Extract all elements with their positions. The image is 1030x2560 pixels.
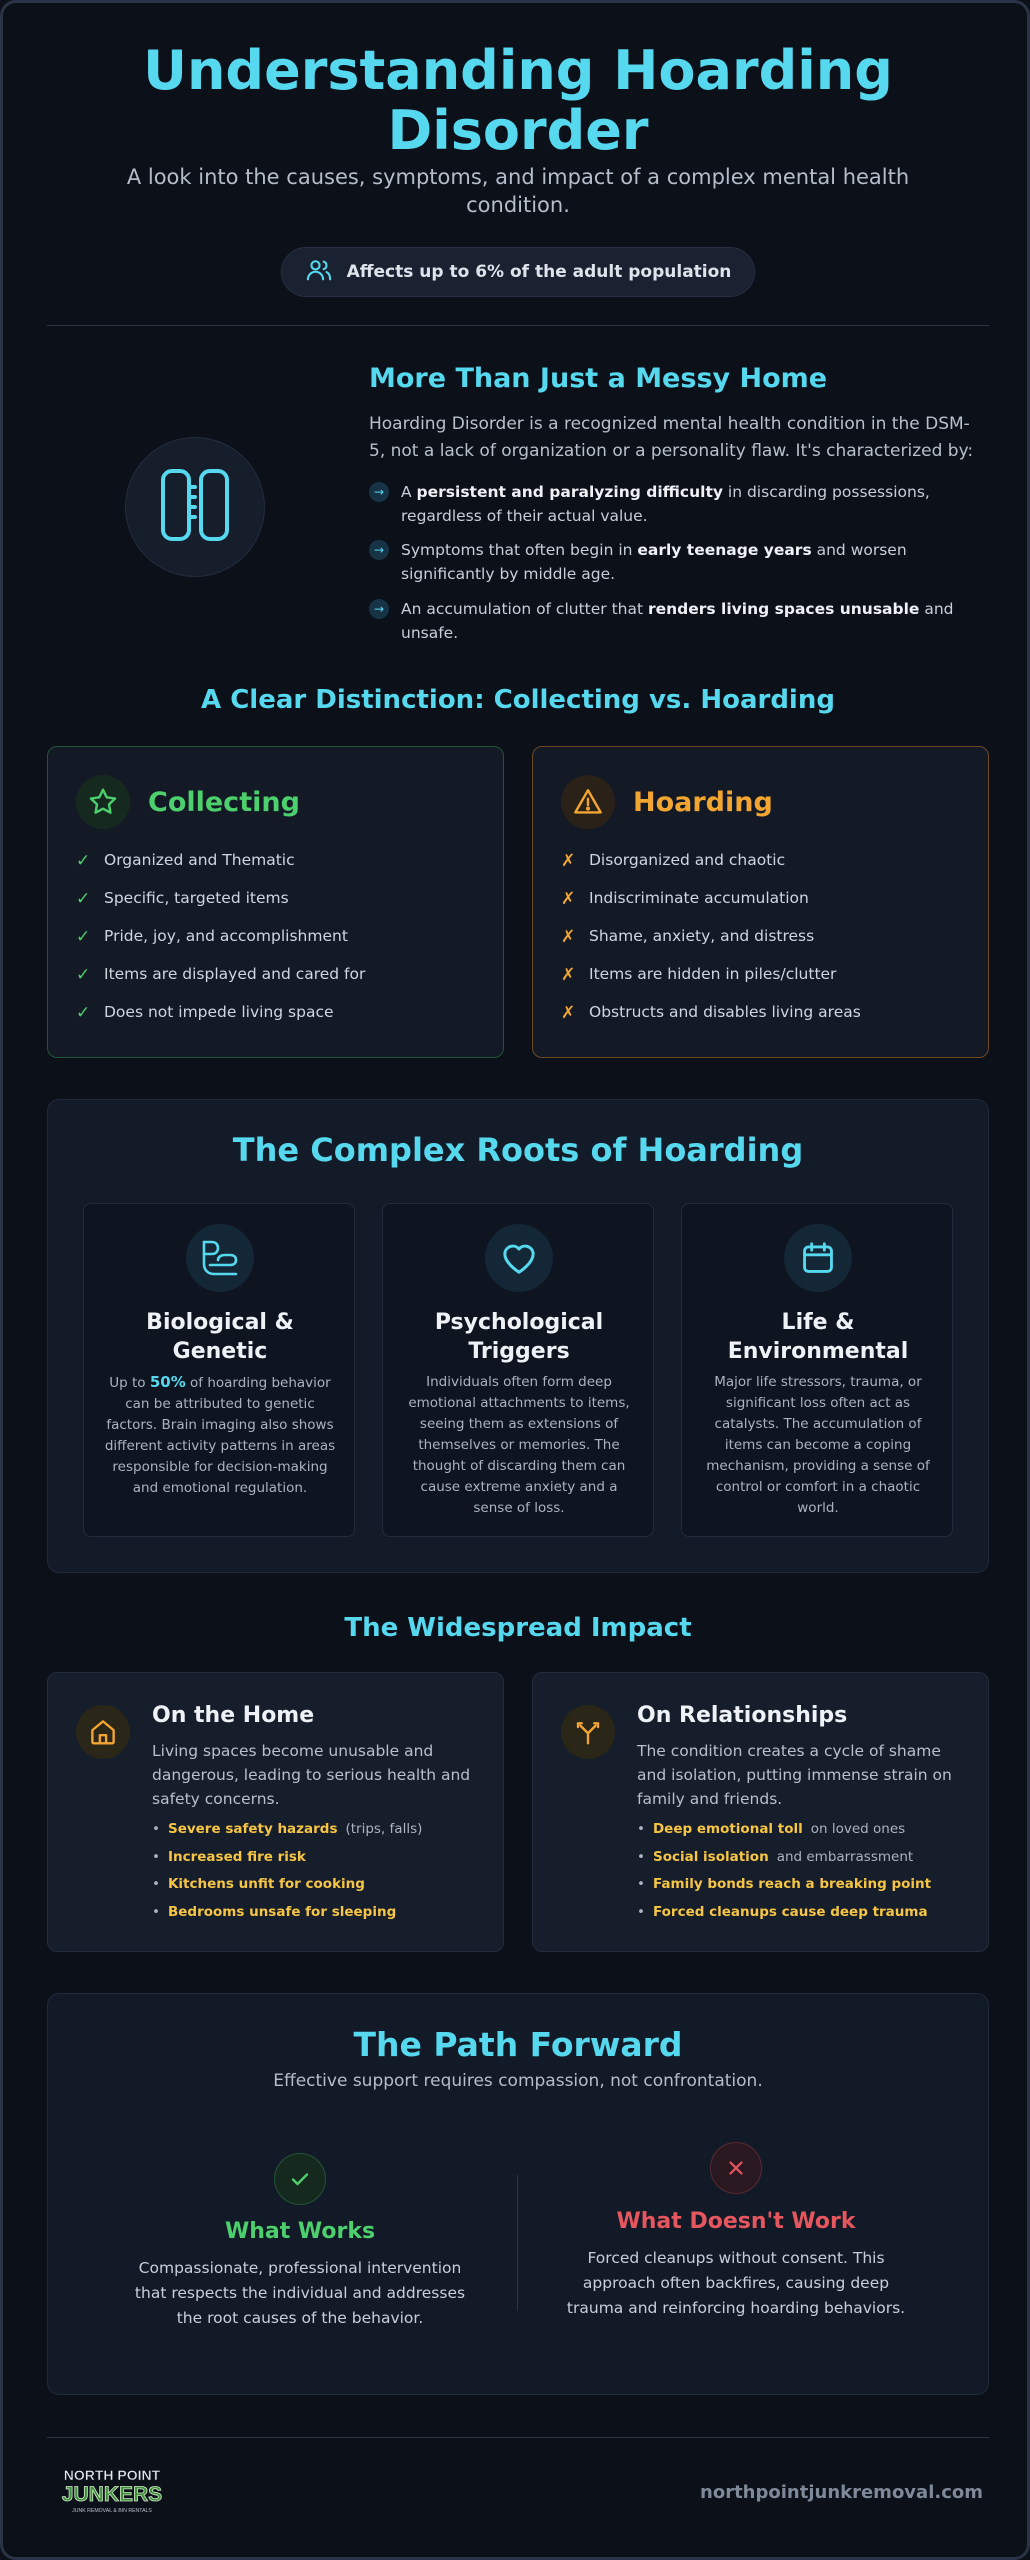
list-item: ✗Obstructs and disables living areas	[561, 1003, 861, 1023]
hoarding-card: Hoarding ✗Disorganized and chaotic ✗Indi…	[532, 746, 989, 1058]
comparison-title: A Clear Distinction: Collecting vs. Hoar…	[201, 685, 835, 715]
intro-bullet: → A persistent and paralyzing difficulty…	[369, 480, 989, 528]
check-icon: ✓	[76, 889, 91, 909]
root-text: Individuals often form deep emotional at…	[408, 1374, 630, 1516]
impact-home-text: Living spaces become unusable and danger…	[152, 1742, 471, 1808]
list-item: ✗Indiscriminate accumulation	[561, 889, 809, 909]
impact-home-list: •Severe safety hazards(trips, falls) •In…	[152, 1821, 422, 1931]
root-card-environmental: Life &Environmental Major life stressors…	[681, 1203, 953, 1537]
root-title: Life &Environmental	[727, 1310, 909, 1364]
list-item: ✓Items are displayed and cared for	[76, 965, 366, 985]
brain-icon	[155, 465, 235, 549]
users-icon	[305, 256, 333, 289]
root-card-biological: Biological &Genetic Up to 50% of hoardin…	[83, 1203, 355, 1537]
cross-icon: ✗	[561, 889, 576, 909]
arrow-right-icon: →	[369, 540, 389, 560]
cross-icon: ✗	[561, 927, 576, 947]
collecting-card: Collecting ✓Organized and Thematic ✓Spec…	[47, 746, 504, 1058]
list-item: ✓Specific, targeted items	[76, 889, 289, 909]
check-icon	[274, 2153, 326, 2205]
svg-text:JUNK REMOVAL & BIN RENTALS: JUNK REMOVAL & BIN RENTALS	[72, 2508, 152, 2514]
intro-bullet: → Symptoms that often begin in early tee…	[369, 538, 989, 586]
warning-icon	[561, 775, 615, 829]
root-text: Up to 50% of hoarding behavior can be at…	[104, 1373, 336, 1496]
intro-paragraph: Hoarding Disorder is a recognized mental…	[369, 414, 974, 461]
what-works-title: What Works	[224, 2219, 376, 2244]
list-item: ✗Disorganized and chaotic	[561, 851, 786, 871]
impact-title: The Widespread Impact	[344, 1613, 692, 1643]
divider	[47, 2437, 989, 2438]
list-item: •Kitchens unfit for cooking	[152, 1876, 365, 1892]
cross-icon: ✗	[561, 965, 576, 985]
divider	[47, 325, 989, 326]
list-item: ✓Pride, joy, and accomplishment	[76, 927, 348, 947]
intro-bullet-text: A persistent and paralyzing difficulty i…	[401, 483, 930, 525]
star-icon	[76, 775, 130, 829]
page-title: Understanding Hoarding Disorder	[143, 39, 893, 162]
list-item: •Family bonds reach a breaking point	[637, 1876, 932, 1892]
heart-icon	[485, 1224, 553, 1292]
list-item: •Increased fire risk	[152, 1848, 306, 1865]
impact-home-title: On the Home	[152, 1703, 315, 1728]
check-icon: ✓	[76, 965, 91, 985]
impact-relationships-card: On Relationships The condition creates a…	[532, 1672, 989, 1952]
svg-text:NORTH POINT: NORTH POINT	[64, 2467, 161, 2483]
company-logo: NORTH POINT JUNKERS JUNK REMOVAL & BIN R…	[49, 2465, 175, 2517]
cross-icon: ✗	[561, 1003, 576, 1023]
collecting-list: ✓Organized and Thematic ✓Specific, targe…	[76, 851, 365, 1041]
list-item: ✓Does not impede living space	[76, 1003, 334, 1023]
hoarding-list: ✗Disorganized and chaotic ✗Indiscriminat…	[561, 851, 861, 1041]
root-title: Biological &Genetic	[146, 1310, 294, 1364]
intro-bullet-text: Symptoms that often begin in early teena…	[401, 541, 907, 583]
list-item: ✗Items are hidden in piles/clutter	[561, 965, 837, 985]
impact-relationships-title: On Relationships	[637, 1703, 848, 1728]
divider	[517, 2175, 518, 2311]
hoarding-title: Hoarding	[633, 786, 773, 818]
arrow-right-icon: →	[369, 482, 389, 502]
root-text: Major life stressors, trauma, or signifi…	[706, 1374, 930, 1516]
collecting-header: Collecting	[76, 775, 300, 829]
brain-icon-circle	[125, 437, 265, 577]
home-icon	[76, 1705, 130, 1759]
x-icon	[710, 2142, 762, 2194]
path-forward-panel	[47, 1993, 989, 2395]
what-works-text: Compassionate, professional intervention…	[134, 2259, 466, 2327]
intro-title: More Than Just a Messy Home	[369, 363, 828, 394]
prevalence-badge: Affects up to 6% of the adult population	[281, 247, 755, 297]
prevalence-text: Affects up to 6% of the adult population	[346, 262, 732, 282]
impact-relationships-text: The condition creates a cycle of shame a…	[637, 1742, 952, 1808]
list-item: •Bedrooms unsafe for sleeping	[152, 1903, 397, 1920]
check-icon: ✓	[76, 927, 91, 947]
list-item: •Severe safety hazards(trips, falls)	[152, 1821, 423, 1837]
page-subtitle: A look into the causes, symptoms, and im…	[126, 165, 910, 217]
intro-bullet: → An accumulation of clutter that render…	[369, 597, 989, 645]
hoarding-header: Hoarding	[561, 775, 773, 829]
split-arrows-icon	[561, 1705, 615, 1759]
path-forward-subtitle: Effective support requires compassion, n…	[273, 2071, 763, 2091]
roots-title: The Complex Roots of Hoarding	[232, 1131, 804, 1169]
impact-home-card: On the Home Living spaces become unusabl…	[47, 1672, 504, 1952]
list-item: ✗Shame, anxiety, and distress	[561, 927, 815, 947]
what-doesnt-work-text: Forced cleanups without consent. This ap…	[566, 2249, 906, 2317]
dna-icon	[186, 1224, 254, 1292]
path-forward-title: The Path Forward	[353, 2025, 683, 2064]
check-icon: ✓	[76, 851, 91, 871]
intro-bullet-text: An accumulation of clutter that renders …	[401, 600, 954, 642]
collecting-title: Collecting	[148, 786, 300, 818]
svg-text:JUNKERS: JUNKERS	[62, 2483, 162, 2506]
list-item: ✓Organized and Thematic	[76, 851, 295, 871]
website-url: northpointjunkremoval.com	[700, 2482, 983, 2503]
arrow-right-icon: →	[369, 599, 389, 619]
cross-icon: ✗	[561, 851, 576, 871]
check-icon: ✓	[76, 1003, 91, 1023]
what-doesnt-work-title: What Doesn't Work	[616, 2209, 856, 2234]
list-item: •Forced cleanups cause deep trauma	[637, 1903, 928, 1920]
calendar-icon	[784, 1224, 852, 1292]
